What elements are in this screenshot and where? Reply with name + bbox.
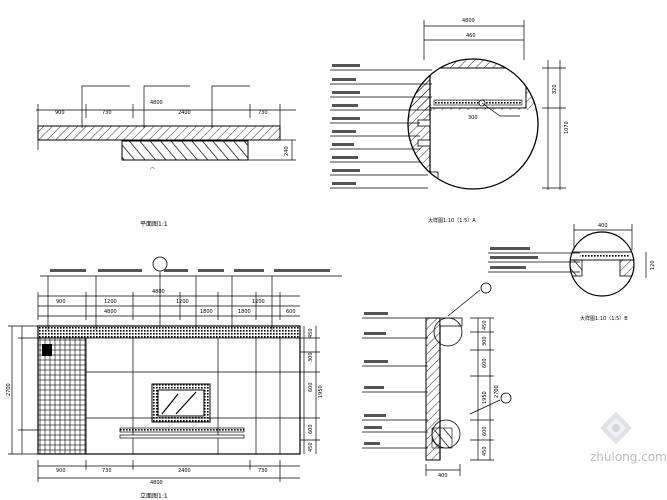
section-dim-bottom: 400: [438, 473, 448, 479]
elev-top2-dim-1: 4800: [104, 309, 117, 315]
detail-a: 4800 460: [330, 18, 570, 224]
elev-top-dim-1: 900: [56, 299, 66, 305]
elev-bottom-dim-4: 730: [258, 468, 268, 474]
plan-dim-3: 4800: [150, 100, 163, 106]
section-dim-1: 450: [482, 320, 488, 330]
elev-top-dim-5: 1200: [252, 299, 265, 305]
elev-top-dim-3: 4800: [152, 289, 165, 295]
elev-left-dim: 2700: [6, 383, 12, 396]
elev-right-dim-1: 450: [308, 328, 314, 338]
plan-dim-5: 730: [258, 110, 268, 116]
elev-bottom-dim-3: 2400: [178, 468, 191, 474]
elev-right-dim-3: 600: [308, 382, 314, 392]
detail-a-dim-right-2: 1070: [564, 121, 570, 134]
elev-top-dim-4: 1200: [176, 299, 189, 305]
elev-bottom-dim-total: 4800: [150, 480, 163, 486]
elev-bottom-dim-1: 900: [56, 468, 66, 474]
elev-right-dim-5: 1950: [318, 385, 324, 398]
plan-dim-1: 900: [55, 110, 65, 116]
elev-top-dim-2: 1200: [104, 299, 117, 305]
plan-caption: 平面图1:1: [140, 221, 168, 228]
watermark: zhulong.com: [590, 412, 667, 464]
detail-b: 400 120 大样图1:10（1:5）B: [488, 223, 656, 322]
elev-right-dim-4: 600: [308, 424, 314, 434]
watermark-text: zhulong.com: [590, 450, 667, 464]
detail-b-dim-top: 400: [598, 223, 608, 229]
svg-text:⌒: ⌒: [150, 168, 155, 174]
section-dim-5: 600: [482, 426, 488, 436]
section-dim-total: 2700: [494, 385, 500, 398]
detail-a-dim-1: 4800: [462, 18, 475, 24]
plan-dim-4: 2400: [178, 110, 191, 116]
plan-view: ⌒ 900 730 4800 2400 730 240 平面图1:1: [36, 85, 296, 228]
detail-a-dim-right-1: 320: [552, 84, 558, 94]
elev-bottom-dim-2: 730: [102, 468, 112, 474]
elev-right-dim-6: 450: [308, 442, 314, 452]
section-dim-6: 450: [482, 446, 488, 456]
section-dim-2: 300: [482, 336, 488, 346]
detail-a-caption: 大样图1:10（1:5）A: [428, 217, 476, 224]
section-view: 450 300 600 1950 600 450 2700 400: [362, 282, 512, 479]
elev-top-dim-6: 600: [286, 309, 296, 315]
elev-top2-dim-2: 1800: [200, 309, 213, 315]
detail-b-caption: 大样图1:10（1:5）B: [580, 315, 628, 322]
elev-right-dim-2: 300: [308, 352, 314, 362]
plan-dim-right: 240: [284, 146, 290, 156]
section-dim-3: 600: [482, 358, 488, 368]
plan-dim-2: 730: [102, 110, 112, 116]
elevation-view: 900 1200 4800 1200 1200 600 4800 1800 18…: [6, 256, 342, 500]
watermark-logo-icon: [600, 412, 632, 444]
elevation-caption: 立面图1:1: [140, 492, 168, 500]
detail-a-dim-2: 460: [466, 33, 476, 39]
section-dim-4: 1950: [482, 391, 488, 404]
detail-a-dim-inner: 300: [468, 115, 478, 121]
elev-top2-dim-3: 1800: [238, 309, 251, 315]
detail-b-dim-right: 120: [650, 260, 656, 270]
